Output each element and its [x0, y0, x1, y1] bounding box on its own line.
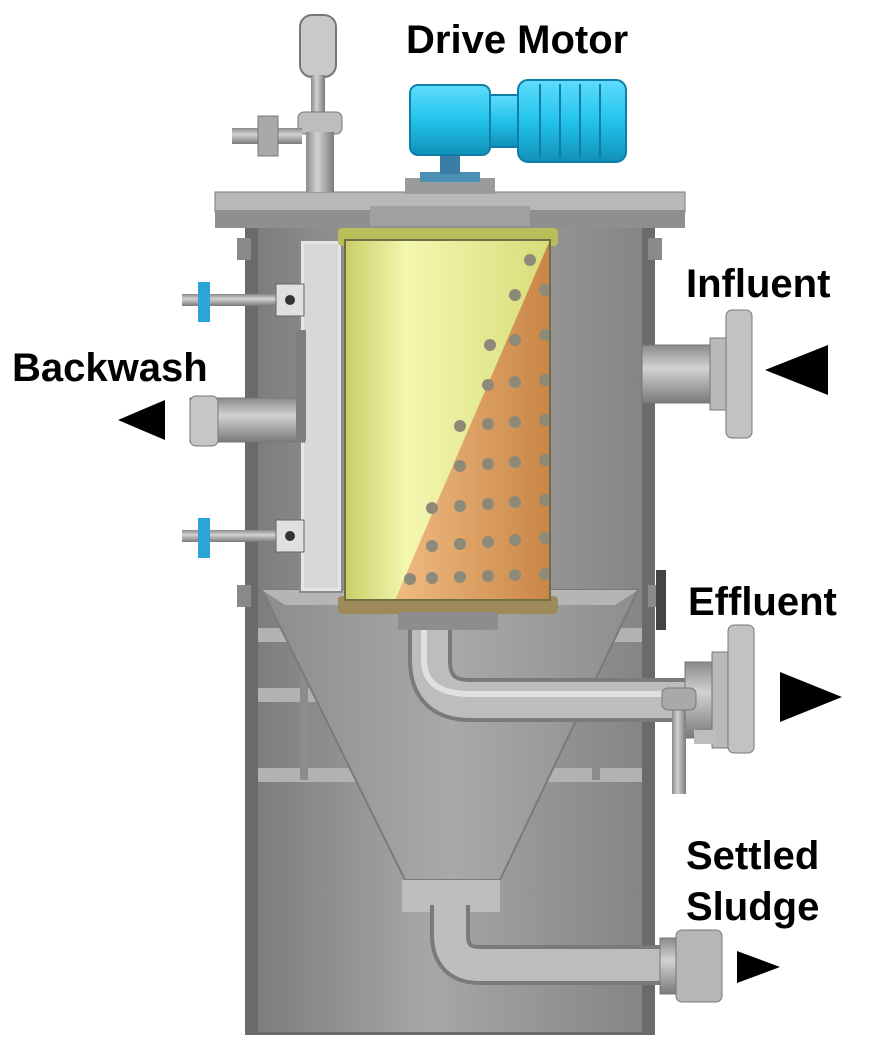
backwash-label: Backwash [12, 346, 208, 390]
influent-nozzle [641, 309, 753, 439]
effluent-arrow [780, 672, 842, 722]
effluent-label: Effluent [688, 580, 837, 624]
influent-label: Influent [686, 262, 831, 306]
sludge-label: Sludge [686, 885, 820, 929]
filter-drum [338, 228, 558, 630]
sample-valve-upper [182, 282, 305, 322]
backwash-nozzle [189, 330, 306, 447]
drive-motor-label: Drive Motor [406, 18, 629, 62]
settled-label: Settled [686, 834, 820, 878]
effluent-pipe [408, 570, 755, 794]
influent-arrow [765, 345, 828, 395]
pressure-gauge-icon [232, 14, 343, 192]
sludge-pipe [430, 905, 723, 1003]
backwash-shoe [299, 239, 343, 593]
backwash-arrow [118, 400, 165, 440]
drum-perforations [404, 254, 550, 585]
sludge-arrow [737, 951, 780, 983]
sample-valve-lower [182, 518, 305, 558]
drive-motor [405, 79, 627, 194]
